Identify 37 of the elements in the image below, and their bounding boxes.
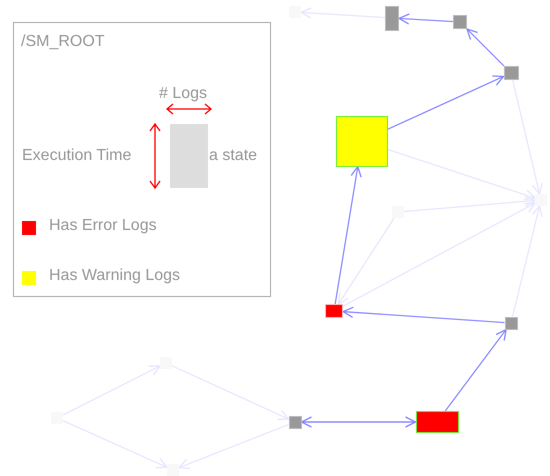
inactive-state-box (535, 194, 547, 206)
arrow (404, 196, 536, 212)
inactive-state-box (167, 464, 179, 476)
arrow (338, 218, 395, 305)
arrow (466, 28, 504, 66)
arrow (388, 149, 536, 200)
inactive-state-box (392, 206, 404, 218)
inactive-state-box (160, 357, 172, 369)
state-box (288, 416, 302, 428)
error-state-box (416, 411, 458, 433)
arrow (342, 306, 505, 324)
state-box (504, 66, 518, 80)
state-label: a state (209, 147, 258, 165)
height-label: Execution Time (22, 147, 132, 165)
arrow (334, 166, 362, 304)
legend-label: Has Error Logs (49, 217, 157, 235)
arrow (398, 13, 454, 25)
inactive-state-box (51, 412, 63, 424)
arrow (512, 80, 543, 195)
state-box (504, 316, 518, 330)
arrow (388, 75, 504, 130)
arrow (62, 365, 161, 416)
width-label: # Logs (159, 85, 208, 103)
arrow (512, 205, 543, 317)
arrow (172, 365, 290, 420)
state-box (385, 6, 399, 30)
arrow (300, 7, 386, 19)
legend-label: Has Warning Logs (49, 267, 180, 285)
arrow (444, 328, 507, 412)
arrow (62, 420, 168, 468)
warning-state-box (336, 116, 388, 166)
error-state-box (325, 304, 343, 318)
arrow (342, 202, 536, 307)
inactive-state-box (289, 6, 301, 18)
root-label: /SM_ROOT (21, 33, 105, 51)
state-box (453, 15, 467, 29)
arrow (178, 424, 289, 470)
